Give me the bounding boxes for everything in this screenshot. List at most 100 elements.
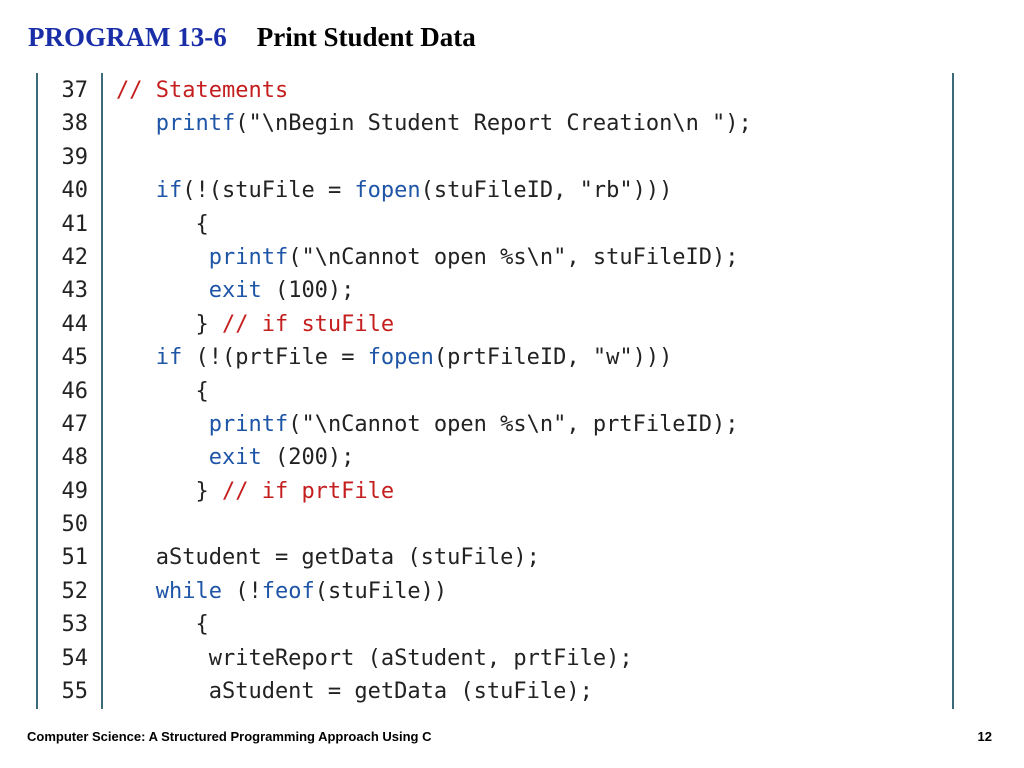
code-text: writeReport (aStudent, prtFile); [116,642,633,675]
code-line: 42 printf("\nCannot open %s\n", stuFileI… [38,241,739,274]
code-token [116,412,209,437]
code-line: 52 while (!feof(stuFile)) [38,575,448,608]
line-number: 42 [61,244,89,270]
code-token: ("\nBegin Student Report Creation\n "); [235,111,752,137]
code-token [116,345,156,370]
line-number: 38 [61,111,89,137]
line-number: 51 [61,545,89,571]
code-keyword: if [155,345,183,371]
code-line: 40 if(!(stuFile = fopen(stuFileID, "rb")… [38,174,673,207]
line-number: 46 [61,378,89,404]
code-token: (stuFileID, "rb"))) [420,178,673,204]
code-token: { [116,612,209,638]
code-keyword: fopen [367,345,434,371]
code-token: { [116,211,209,237]
code-line: 41 { [38,208,209,241]
line-number: 55 [61,679,89,705]
code-line: 39 [38,141,89,174]
code-token: aStudent = getData (stuFile); [116,545,540,571]
code-keyword: while [155,578,222,604]
line-number: 54 [61,645,89,671]
code-line: 55 aStudent = getData (stuFile); [38,675,593,708]
code-comment: // if prtFile [221,478,395,504]
code-line: 51 aStudent = getData (stuFile); [38,541,540,574]
code-token [116,445,209,470]
code-text: printf("\nCannot open %s\n", stuFileID); [116,241,739,274]
code-text: exit (200); [116,441,355,474]
code-token [116,579,156,604]
code-token: (200); [261,445,355,471]
code-line: 50 [38,508,89,541]
slide-title: PROGRAM 13-6 Print Student Data [28,22,476,53]
code-keyword: printf [155,111,236,137]
code-comment: // if stuFile [221,311,395,337]
code-text: // Statements [116,74,288,107]
line-number: 37 [61,78,89,103]
code-line: 54 writeReport (aStudent, prtFile); [38,642,633,675]
code-token: ("\nCannot open %s\n", stuFileID); [288,244,739,270]
code-line: 45 if (!(prtFile = fopen(prtFileID, "w")… [38,341,673,374]
code-token: (! [221,578,262,604]
code-text: } // if stuFile [116,308,394,341]
footer-book-title: Computer Science: A Structured Programmi… [27,729,432,744]
footer-page-number: 12 [977,729,992,744]
code-keyword: if [155,178,183,204]
code-token: (100); [261,278,355,304]
code-text: printf("\nCannot open %s\n", prtFileID); [116,408,739,441]
code-token [116,178,156,203]
code-keyword: feof [261,578,315,604]
code-line: 47 printf("\nCannot open %s\n", prtFileI… [38,408,739,441]
line-number: 45 [61,345,89,371]
code-keyword: printf [208,244,289,270]
code-line: 48 exit (200); [38,441,355,474]
line-number: 52 [61,578,89,604]
line-number: 47 [61,411,89,437]
line-number: 48 [61,445,89,471]
line-number: 40 [61,178,89,204]
code-line: 37 // Statements [38,74,289,107]
code-token: writeReport (aStudent, prtFile); [116,645,633,671]
code-text: printf("\nBegin Student Report Creation\… [116,107,752,140]
code-token: (prtFileID, "w"))) [433,345,673,371]
code-text: while (!feof(stuFile)) [116,575,447,608]
code-token: aStudent = getData (stuFile); [116,679,593,705]
code-token [116,245,209,270]
code-text: aStudent = getData (stuFile); [116,675,593,708]
code-text: { [116,208,209,241]
code-text: aStudent = getData (stuFile); [116,541,540,574]
program-number: PROGRAM 13-6 [28,22,227,52]
code-text: { [116,608,209,641]
code-line: 46 { [38,375,209,408]
code-line: 53 { [38,608,209,641]
code-line: 38 printf("\nBegin Student Report Creati… [38,107,752,140]
code-text: } // if prtFile [116,475,394,508]
code-keyword: exit [208,445,262,471]
code-text: { [116,375,209,408]
code-token: (!(prtFile = [182,345,368,371]
code-token: (stuFile)) [314,578,448,604]
line-number: 49 [61,478,89,504]
code-comment: // Statements [116,78,289,103]
code-token: { [116,378,209,404]
code-token: } [116,478,222,504]
code-line: 43 exit (100); [38,274,355,307]
code-text: if(!(stuFile = fopen(stuFileID, "rb"))) [116,174,673,207]
line-number: 41 [61,211,89,237]
code-text: if (!(prtFile = fopen(prtFileID, "w"))) [116,341,673,374]
line-number: 50 [61,512,89,538]
code-line: 44 } // if stuFile [38,308,395,341]
code-frame [36,73,954,709]
code-text: exit (100); [116,274,355,307]
program-title: Print Student Data [256,22,476,52]
code-token [116,111,156,136]
code-token: ("\nCannot open %s\n", prtFileID); [288,411,739,437]
line-number: 43 [61,278,89,304]
code-keyword: fopen [354,178,421,204]
code-token: (!(stuFile = [182,178,355,204]
code-line: 49 } // if prtFile [38,475,395,508]
line-number: 53 [61,612,89,638]
code-token: } [116,311,222,337]
line-number-divider [101,73,103,709]
code-keyword: exit [208,278,262,304]
